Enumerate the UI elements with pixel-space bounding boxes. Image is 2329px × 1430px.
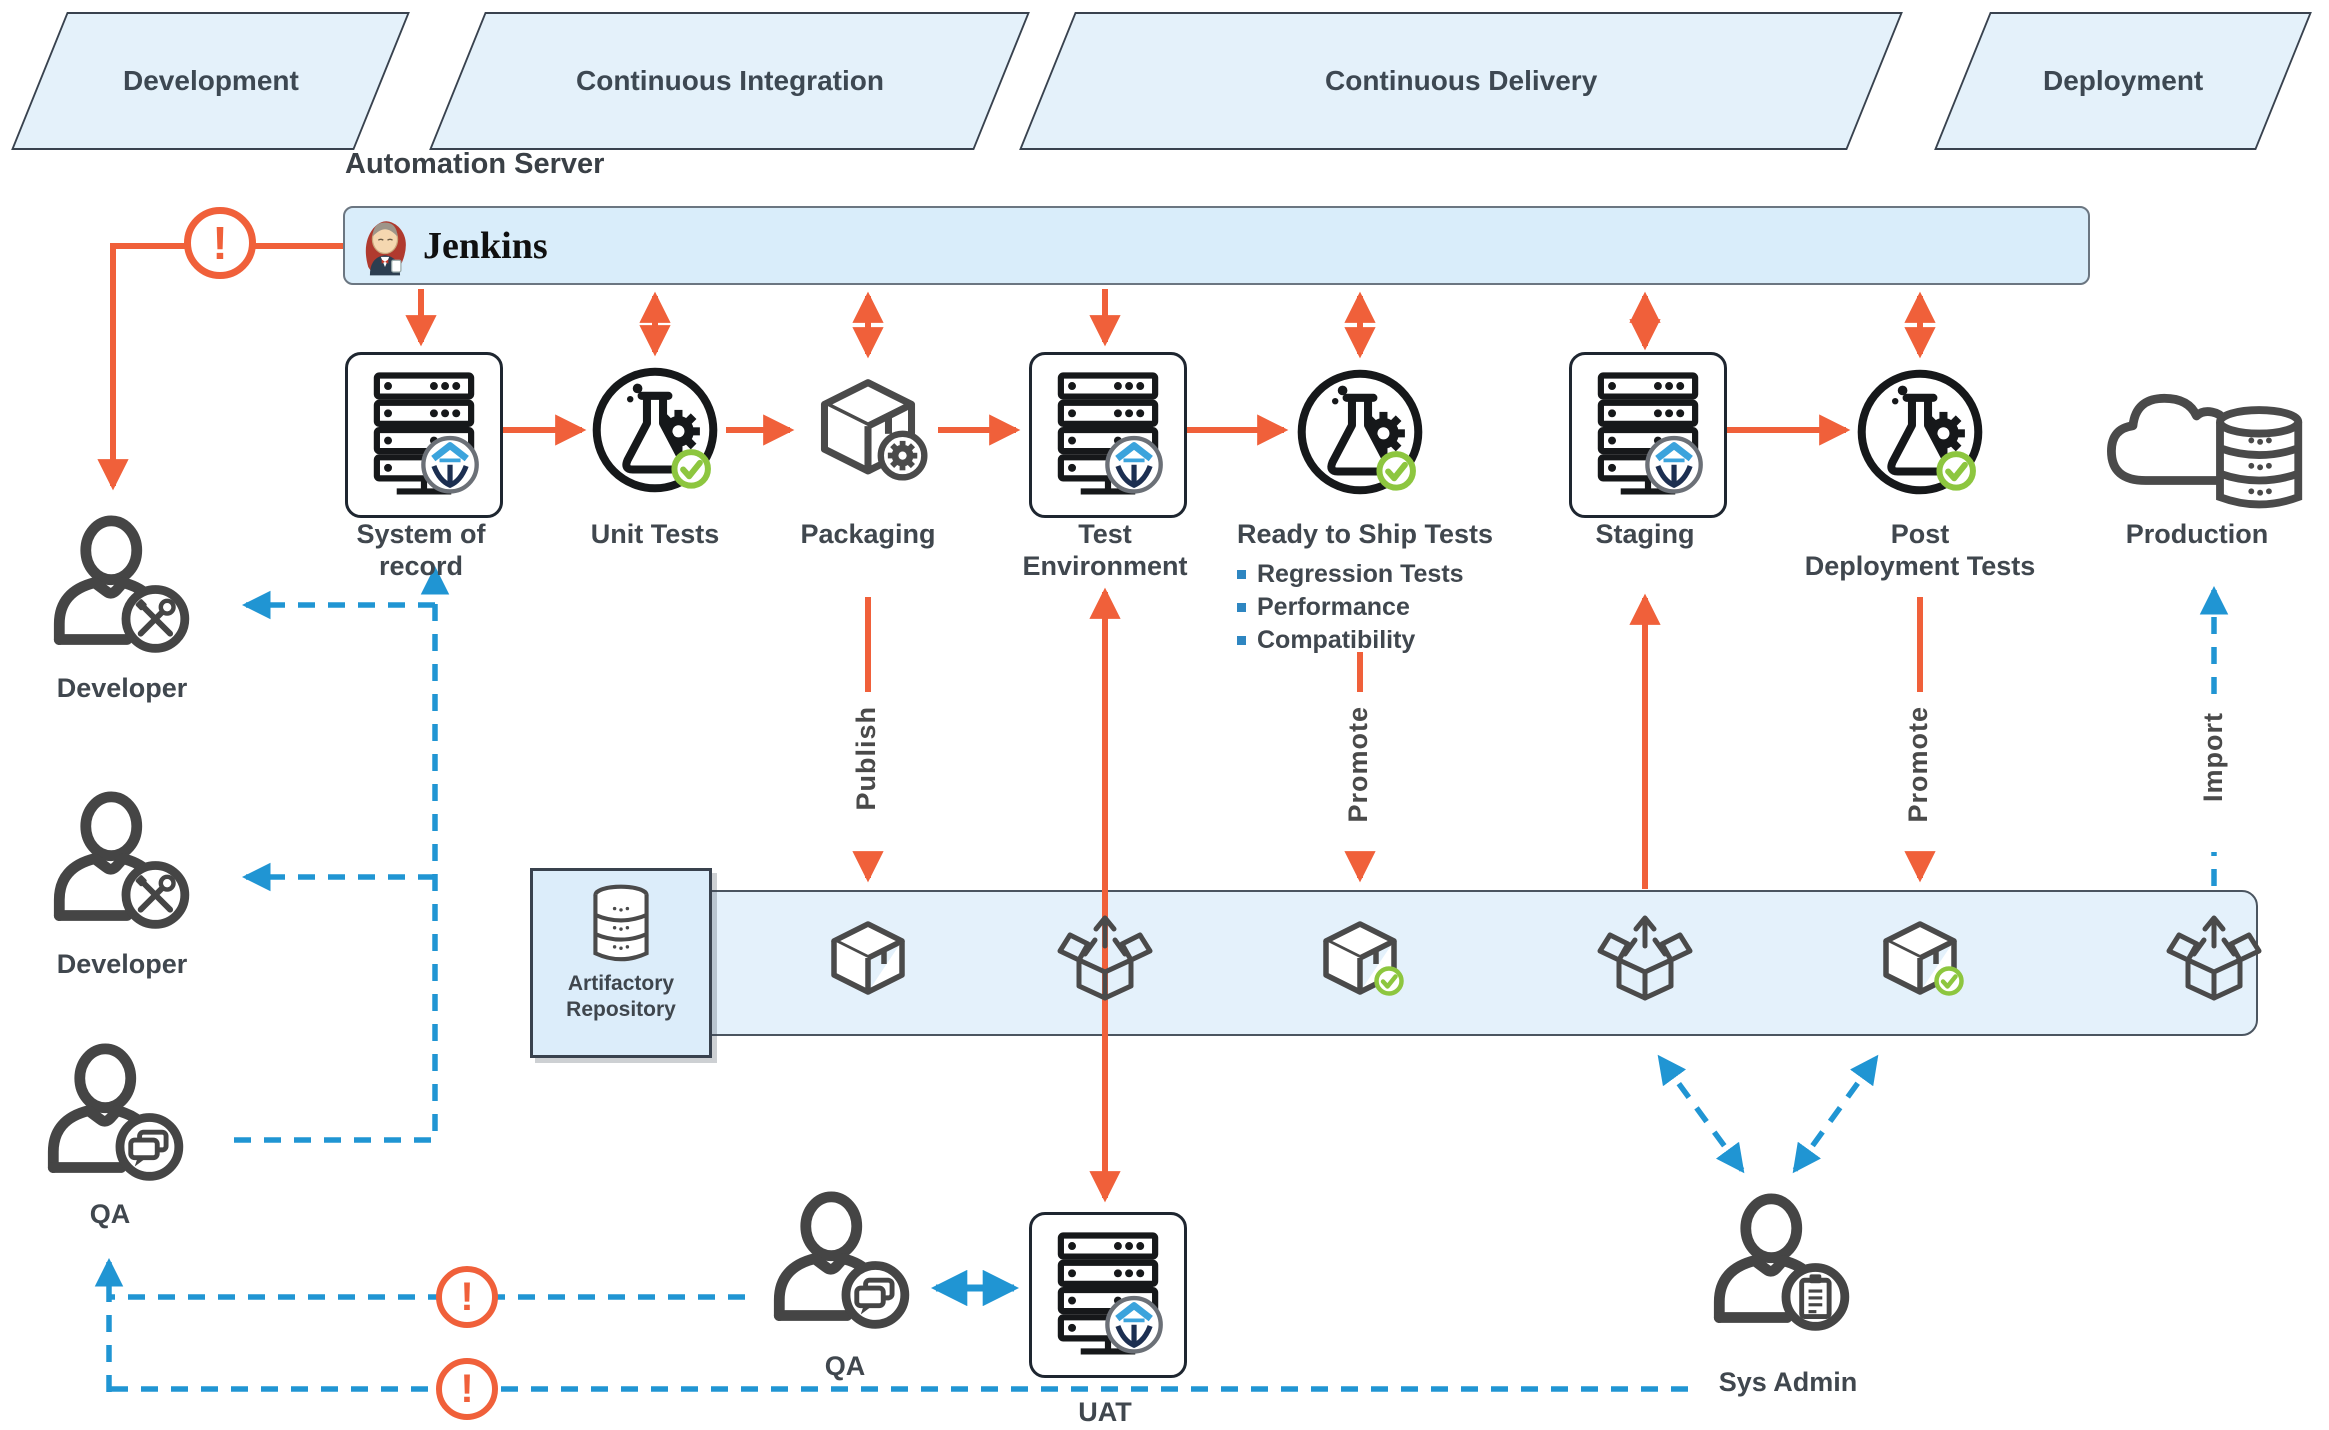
staging-node <box>1569 352 1727 518</box>
clipboard-badge-icon <box>1802 1274 1829 1316</box>
phase-deployment: Deployment <box>1934 12 2312 150</box>
post-deployment-label: Post Deployment Tests <box>1804 519 2036 582</box>
jenkins-label: Jenkins <box>423 224 548 267</box>
ready-to-ship-bullet: Regression Tests <box>1237 558 1527 591</box>
qa-left-label: QA <box>89 1199 131 1229</box>
developer-2-persona <box>46 790 204 947</box>
qa-icon <box>766 1190 924 1342</box>
phase-deployment-label: Deployment <box>2042 65 2204 96</box>
alert-exclamation-icon: ! <box>436 1358 498 1420</box>
artifact-box-verified-icon <box>1870 908 1970 1008</box>
server-icon <box>1046 369 1170 501</box>
ready-to-ship-title: Ready to Ship Tests <box>1237 519 1494 549</box>
jenkins-bar: Jenkins <box>343 206 2090 285</box>
import-flow-label: Import <box>2196 706 2231 808</box>
developer-icon <box>46 790 204 942</box>
artifact-box-verified-icon <box>1310 908 1410 1008</box>
packaging-label: Packaging <box>800 519 936 549</box>
arrow-jenkins-to-developer <box>97 243 343 491</box>
alert-exclamation-icon: ! <box>436 1266 498 1328</box>
qa-icon <box>40 1042 198 1194</box>
jenkins-logo-icon <box>359 215 411 277</box>
bullet-square-icon <box>1237 570 1246 580</box>
system-of-record-node <box>345 352 503 518</box>
ready-to-ship-bullet: Performance <box>1237 591 1527 624</box>
line-qa-to-sor <box>234 565 450 1143</box>
server-icon <box>362 369 486 501</box>
qa-left-persona <box>40 1042 198 1199</box>
uat-node <box>1029 1212 1187 1378</box>
developer-1-label: Developer <box>56 673 188 703</box>
arrow-sysadmin-postdeploy-artifact <box>1792 1054 1879 1174</box>
phase-continuous-integration: Continuous Integration <box>429 12 1030 150</box>
artifactory-label-line1: Artifactory <box>567 972 675 995</box>
unit-tests-icon <box>588 363 722 497</box>
system-of-record-label: System of record <box>356 519 486 582</box>
promote-ready-flow-label: Promote <box>1341 700 1376 829</box>
qa-bottom-persona <box>766 1190 924 1347</box>
artifact-box-icon <box>818 908 918 1008</box>
phase-development: Development <box>11 12 410 150</box>
artifact-open-box-icon <box>1595 908 1695 1008</box>
developer-icon <box>46 514 204 666</box>
promote-post-flow-label: Promote <box>1901 700 1936 829</box>
artifact-open-box-icon <box>1055 908 1155 1008</box>
phase-continuous-integration-label: Continuous Integration <box>575 65 884 96</box>
developer-2-label: Developer <box>56 949 188 979</box>
server-icon <box>1586 369 1710 501</box>
test-environment-label: Test Environment <box>1022 519 1188 582</box>
automation-server-title: Automation Server <box>345 148 605 180</box>
uat-label: UAT <box>1078 1397 1132 1427</box>
packaging-icon <box>804 366 932 494</box>
test-environment-node <box>1029 352 1187 518</box>
bullet-square-icon <box>1237 636 1246 646</box>
artifact-open-box-icon <box>2164 908 2264 1008</box>
bullet-square-icon <box>1237 603 1246 613</box>
sys-admin-label: Sys Admin <box>1718 1367 1858 1397</box>
artifactory-label-line2: Repository <box>566 998 676 1022</box>
ready-to-ship-block: Ready to Ship Tests Regression Tests Per… <box>1237 518 1527 657</box>
staging-label: Staging <box>1595 519 1695 549</box>
alert-exclamation-icon: ! <box>184 207 256 279</box>
phase-continuous-delivery: Continuous Delivery <box>1019 12 1903 150</box>
arrow-sysadmin-staging-artifact <box>1657 1054 1745 1174</box>
post-deployment-tests-icon <box>1853 365 1987 499</box>
production-label: Production <box>2125 519 2269 549</box>
phase-continuous-delivery-label: Continuous Delivery <box>1324 65 1598 96</box>
sys-admin-icon <box>1706 1192 1864 1344</box>
sys-admin-persona <box>1706 1192 1864 1349</box>
ready-to-ship-tests-icon <box>1293 365 1427 499</box>
production-cloud-icon <box>2085 355 2310 517</box>
database-icon <box>584 883 658 967</box>
phase-development-label: Development <box>122 65 299 96</box>
developer-1-persona <box>46 514 204 671</box>
publish-flow-label: Publish <box>849 700 884 817</box>
artifactory-repository-box: Artifactory Repository <box>530 868 712 1058</box>
unit-tests-label: Unit Tests <box>590 519 720 549</box>
qa-bottom-label: QA <box>824 1351 866 1381</box>
ready-to-ship-bullet: Compatibility <box>1237 624 1527 657</box>
server-icon <box>1046 1229 1170 1361</box>
